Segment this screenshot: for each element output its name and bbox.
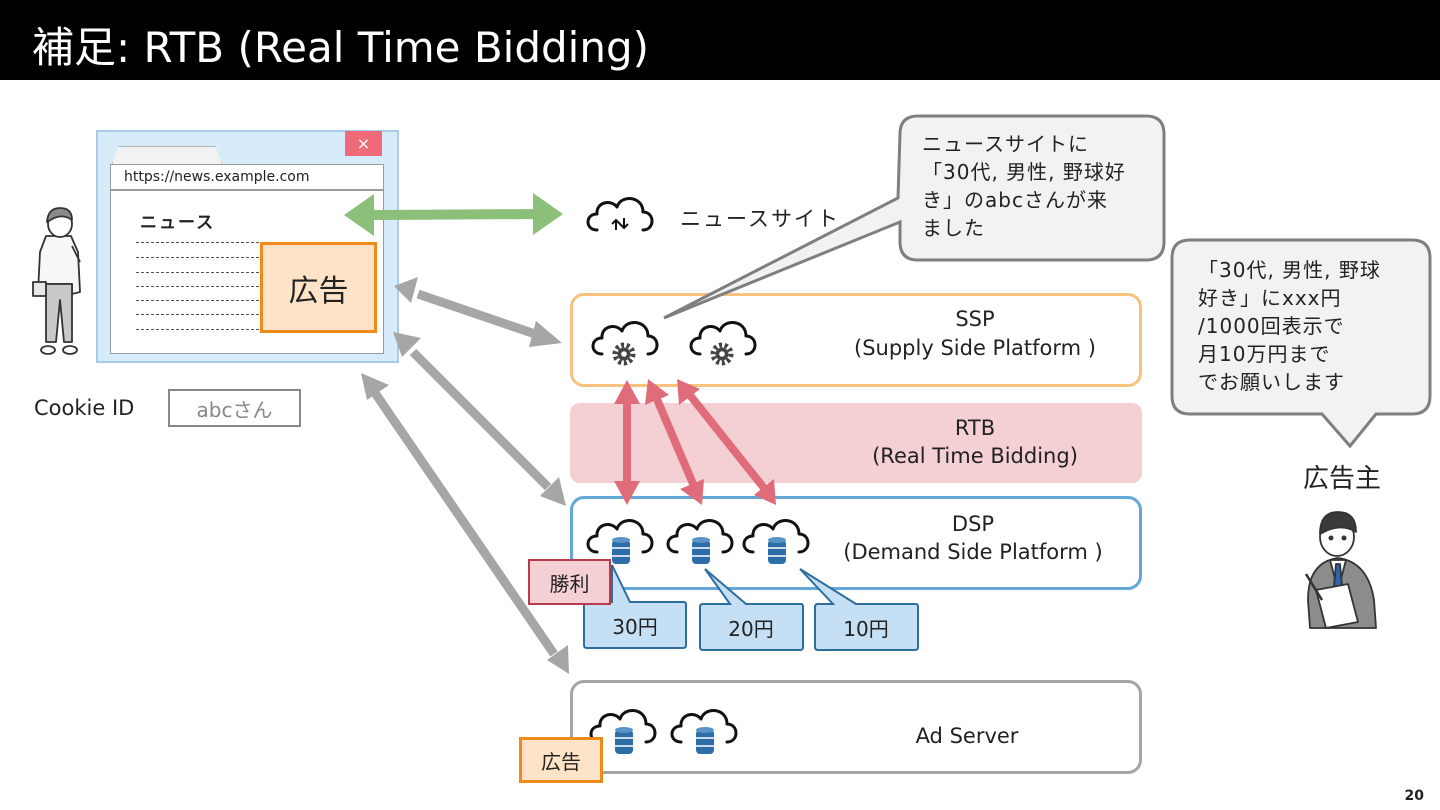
dsp-box [570,496,1142,590]
cloud-database-icon [666,518,734,565]
rtb-subtitle: (Real Time Bidding) [872,444,1078,468]
ad-server-ad-tag: 広告 [519,737,603,783]
text-line-placeholder [136,329,264,330]
ssp-bubble-text: ニュースサイトに 「30代, 男性, 野球好 き」のabcさんが来 ました [922,130,1158,242]
ssp-speech-bubble [663,114,1166,320]
bid-label-10: 10円 [843,616,889,641]
text-line-placeholder [136,272,264,273]
text-line-placeholder [136,300,264,301]
ssp-bubble-line: ニュースサイトに [922,132,1089,156]
red-bid-arrows [614,379,776,505]
advertiser-speech-bubble [1170,238,1432,449]
advertiser-bubble-line: でお願いします [1198,370,1345,394]
ssp-title: SSP [955,307,995,331]
person-icon [32,207,81,355]
bid-label-20: 20円 [728,616,774,641]
cloud-gear-icon [591,320,659,363]
text-line-placeholder [136,314,264,315]
cloud-database-icon [742,518,810,565]
cloud-database-icon [586,518,654,565]
winner-tag: 勝利 [528,559,611,605]
advertiser-bubble-text: 「30代, 男性, 野球 好き」にxxx円 /1000回表示で 月10万円まで … [1198,256,1426,396]
rtb-title: RTB [954,416,996,440]
advertiser-bubble-line: 月10万円まで [1198,342,1331,366]
ssp-bubble-line: ました [922,216,985,240]
text-line-placeholder [136,257,264,258]
advertiser-bubble-line: 好き」にxxx円 [1198,286,1342,310]
cookie-id-value: abcさん [168,389,301,427]
page-title: 補足: RTB (Real Time Bidding) [32,23,649,72]
ssp-box [570,293,1142,387]
green-double-arrow [344,193,563,236]
text-line-placeholder [136,286,264,287]
cloud-database-icon [670,708,738,755]
advertiser-label: 広告主 [1303,464,1382,494]
news-site-label: ニュースサイト [680,207,840,231]
ssp-bubble-line: 「30代, 男性, 野球好 [922,160,1126,184]
bid-label-30: 30円 [612,614,658,639]
ad-server-title: Ad Server [915,724,1019,748]
ssp-subtitle: (Supply Side Platform ) [854,336,1096,360]
advertiser-bubble-line: /1000回表示で [1198,314,1345,338]
cloud-upload-download-icon [586,196,654,232]
slide-number: 20 [1404,788,1424,804]
dsp-subtitle: (Demand Side Platform ) [843,540,1103,564]
ssp-bubble-line: き」のabcさんが来 [922,188,1108,212]
text-line-placeholder [136,242,264,243]
cloud-gear-icon [689,320,757,363]
cookie-id-label: Cookie ID [34,396,135,420]
bid-callout-shapes [583,564,919,651]
close-button[interactable]: × [345,131,382,156]
title-bar [0,0,1440,80]
ad-placement: 広告 [260,242,377,333]
businessman-icon [1304,511,1377,629]
ad-server-box [570,680,1142,774]
advertiser-bubble-line: 「30代, 男性, 野球 [1198,258,1381,282]
dsp-title: DSP [951,512,995,536]
gray-arrows [361,277,569,674]
url-bar[interactable]: https://news.example.com [110,164,384,190]
news-heading: ニュース [140,213,216,233]
